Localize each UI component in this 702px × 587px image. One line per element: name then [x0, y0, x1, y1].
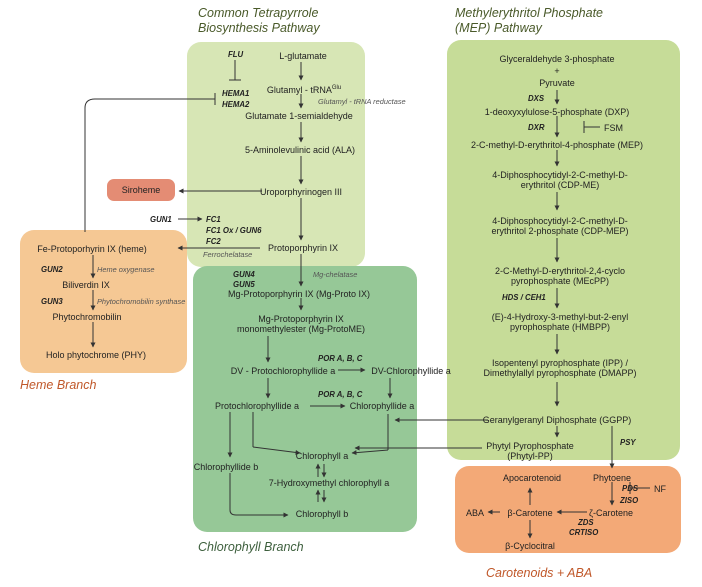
mg-chelatase-label: Mg-chelatase [313, 270, 358, 279]
chlorophyll-a: Chlorophyll a [295, 451, 349, 461]
ggpp: Geranylgeranyl Diphosphate (GGPP) [482, 415, 632, 425]
fe-protoporphyrin: Fe-Protoporhyrin IX (heme) [37, 244, 147, 254]
tetrapyrrole-title-line2: Biosynthesis Pathway [198, 21, 320, 35]
mg-protome-line2: monomethylester (Mg-ProtoME) [236, 324, 366, 334]
gun1-label: GUN1 [150, 215, 172, 224]
ipp-line1: Isopentenyl pyrophosphate (IPP) / [491, 358, 629, 368]
glu-superscript: Glu [331, 85, 342, 91]
mep: 2-C-methyl-D-erythritol-4-phosphate (MEP… [470, 140, 644, 150]
hema2-label: HEMA2 [222, 100, 250, 109]
chlorophyll-branch-title: Chlorophyll Branch [198, 540, 304, 554]
hmbpp: (E)-4-Hydroxy-3-methyl-but-2-enyl pyroph… [492, 312, 629, 332]
heme-oxygenase-label: Heme oxygenase [97, 265, 155, 274]
mg-proto: Mg-Protoporphyrin IX (Mg-Proto IX) [227, 289, 371, 299]
ipp-line2: Dimethylallyl pyrophosphate (DMAPP) [483, 368, 637, 378]
fsm-label: FSM [604, 123, 623, 133]
cdp-me-line1: 4-Diphosphocytidyl-2-C-methyl-D- [492, 170, 628, 180]
dv-chlorophyllide: DV-Chlorophyllide a [371, 366, 451, 376]
ferrochelatase-label: Ferrochelatase [203, 250, 253, 259]
siroheme-box [107, 179, 175, 201]
hmbpp-line1: (E)-4-Hydroxy-3-methyl-but-2-enyl [491, 312, 629, 322]
chlorophyllide-a: Chlorophyllide a [349, 401, 415, 411]
psy-label: PSY [620, 438, 636, 447]
apocarotenoid: Apocarotenoid [502, 473, 562, 483]
gun4-label: GUN4 [233, 270, 255, 279]
mep-title-line2: (MEP) Pathway [455, 21, 542, 35]
chlorophyllide-b: Chlorophyllide b [193, 462, 259, 472]
gun2-label: GUN2 [41, 265, 63, 274]
mep-title-line1: Methylerythritol Phosphate [455, 6, 603, 20]
carotenoids-title: Carotenoids + ABA [486, 566, 593, 580]
mg-protome: Mg-Protoporphyrin IX monomethylester (Mg… [237, 314, 365, 334]
por-label-2: POR A, B, C [318, 390, 363, 399]
ziso-label: ZISO [620, 496, 639, 505]
pds-label: PDS [622, 484, 639, 493]
fc1-label: FC1 [206, 215, 221, 224]
holo-phytochrome: Holo phytochrome (PHY) [45, 350, 147, 360]
cdp-mep-line2: erythritol 2-phosphate (CDP-MEP) [491, 226, 629, 236]
tetrapyrrole-title-line1: Common Tetrapyrrole [198, 6, 319, 20]
mecpp-line2: pyrophosphate (MEcPP) [510, 276, 610, 286]
l-glutamate: L-glutamate [279, 51, 327, 61]
protoporphyrin: Protoporphyrin IX [267, 243, 339, 253]
glutamyl-trna-label: Glutamyl - tRNA [266, 85, 332, 95]
dxr-label: DXR [528, 123, 545, 132]
beta-cyclocitral: β-Cyclocitral [505, 541, 555, 551]
hds-label: HDS / CEH1 [502, 293, 546, 302]
pyruvate: Pyruvate [539, 78, 575, 88]
zeta-carotene: ζ-Carotene [589, 508, 633, 518]
phytochromobilin: Phytochromobilin [52, 312, 122, 322]
dxp: 1-deoxyxylulose-5-phosphate (DXP) [484, 107, 630, 117]
glutamyl-reductase-label: Glutamyl - tRNA reductase [318, 97, 406, 106]
gun3-label: GUN3 [41, 297, 63, 306]
uroporphyrinogen: Uroporphyrinogen III [259, 187, 343, 197]
cdp-me-line2: erythritol (CDP-ME) [520, 180, 600, 190]
phytyl-pp-line2: (Phytyl-PP) [507, 451, 553, 461]
mep-box [447, 40, 680, 460]
phytyl-pp-line1: Phytyl Pyrophosphate [486, 441, 574, 451]
phytoene: Phytoene [592, 473, 632, 483]
mep-title: Methylerythritol Phosphate (MEP) Pathway [455, 6, 603, 36]
aba: ABA [465, 508, 485, 518]
nf-label: NF [654, 484, 666, 494]
cdp-mep: 4-Diphosphocytidyl-2-C-methyl-D- erythri… [491, 216, 628, 236]
ipp-dmapp: Isopentenyl pyrophosphate (IPP) / Dimeth… [483, 358, 636, 378]
heme-box [20, 230, 187, 373]
por-label-1: POR A, B, C [318, 354, 363, 363]
flu-label: FLU [228, 50, 244, 59]
cdp-me: 4-Diphosphocytidyl-2-C-methyl-D- erythri… [492, 170, 628, 190]
fc2-label: FC2 [206, 237, 221, 246]
protochlorophyllide: Protochlorophyllide a [214, 401, 300, 411]
carotenoid-box [455, 466, 681, 553]
mg-protome-line1: Mg-Protoporphyrin IX [258, 314, 344, 324]
glutamyl-trna: Glutamyl - tRNAGlu [267, 83, 341, 95]
hydroxymethyl-chlorophyll: 7-Hydroxymethyl chlorophyll a [268, 478, 390, 488]
dv-protochlorophyllide: DV - Protochlorophyllide a [230, 366, 336, 376]
fc1ox-label: FC1 Ox / GUN6 [206, 226, 262, 235]
heme-branch-title: Heme Branch [20, 378, 97, 392]
beta-carotene: β-Carotene [507, 508, 553, 518]
glutamate-semialdehyde: Glutamate 1-semialdehyde [245, 111, 353, 121]
chlorophyll-b: Chlorophyll b [295, 509, 349, 519]
tetrapyrrole-title: Common Tetrapyrrole Biosynthesis Pathway [198, 6, 320, 36]
hmbpp-line2: pyrophosphate (HMBPP) [509, 322, 611, 332]
cdp-mep-line1: 4-Diphosphocytidyl-2-C-methyl-D- [492, 216, 628, 226]
crtiso-label: CRTISO [569, 528, 599, 537]
gun5-label: GUN5 [233, 280, 255, 289]
phytochromobilin-synthase-label: Phytochromobilin synthase [97, 297, 186, 306]
plus-sign: + [554, 66, 560, 76]
mecpp-line1: 2-C-Methyl-D-erythritol-2,4-cyclo [494, 266, 626, 276]
mecpp: 2-C-Methyl-D-erythritol-2,4-cyclo pyroph… [495, 266, 625, 286]
zds-label: ZDS [578, 518, 594, 527]
g3p: Glyceraldehyde 3-phosphate [499, 54, 615, 64]
dxs-label: DXS [528, 94, 545, 103]
siroheme: Siroheme [121, 185, 161, 195]
biliverdin: Biliverdin IX [62, 280, 110, 290]
hema1-label: HEMA1 [222, 89, 250, 98]
ala: 5-Aminolevulinic acid (ALA) [244, 145, 356, 155]
tetrapyrrole-box [187, 42, 365, 267]
phytyl-pp: Phytyl Pyrophosphate (Phytyl-PP) [486, 441, 574, 461]
